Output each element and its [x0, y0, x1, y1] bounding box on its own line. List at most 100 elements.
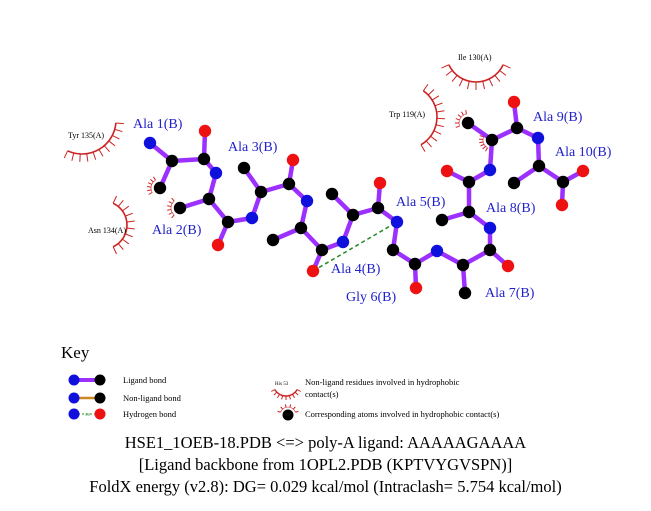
hydrophobic-spoke [435, 124, 444, 128]
hydrophobic-spoke [122, 205, 130, 212]
contact-label-ile130: Ile 130(A) [458, 53, 492, 62]
legend-ligand-bond: Ligand bond [123, 375, 167, 385]
residue-label-gly6: Gly 6(B) [346, 290, 397, 305]
hydrophobic-spoke [425, 140, 432, 148]
nitrogen-atom [245, 211, 259, 225]
hydrophobic-spoke [281, 395, 284, 400]
hydrophobic-spoke [148, 192, 153, 195]
carbon-atom [294, 221, 308, 235]
hbond-distance: 3.0 [85, 412, 90, 417]
hydrophobic-spoke [167, 209, 172, 211]
oxygen-atom [211, 238, 225, 252]
hydrophobic-spoke [292, 406, 296, 410]
hydrophobic-spoke [108, 140, 116, 147]
nitrogen-atom [483, 221, 497, 235]
oxygen-atom [576, 164, 590, 178]
residue-label-ala8: Ala 8(B) [486, 201, 536, 216]
hydrophobic-spoke [441, 64, 450, 69]
nitrogen-atom [209, 166, 223, 180]
carbon-atom-icon [94, 374, 106, 386]
contact-label-asn134: Asn 134(A) [88, 226, 126, 235]
carbon-atom [507, 176, 521, 190]
caption-line-2: [Ligand backbone from 1OPL2.PDB (KPTVYGV… [138, 455, 513, 474]
carbon-atom [456, 258, 470, 272]
carbon-atom [346, 208, 360, 222]
oxygen-atom [198, 124, 212, 138]
hydrophobic-spoke [436, 110, 445, 113]
carbon-atom [153, 181, 167, 195]
hydrophobic-spoke [292, 394, 295, 398]
carbon-atom [282, 177, 296, 191]
hydrophobic-spoke [280, 406, 284, 410]
carbon-atom [165, 154, 179, 168]
hydrophobic-spoke [482, 81, 486, 90]
carbon-atom [461, 116, 475, 130]
hydrophobic-spoke [103, 145, 110, 153]
hydrophobic-spoke [485, 147, 488, 152]
hydrophobic-spoke [86, 153, 89, 162]
caption-line-1: HSE1_1OEB-18.PDB <=> poly-A ligand: AAAA… [124, 433, 527, 452]
carbon-atom [483, 243, 497, 257]
carbon-atom [173, 201, 187, 215]
hydrophobic-arc [280, 406, 296, 413]
hydrophobic-spoke [479, 135, 484, 138]
hydrophobic-arc [420, 90, 438, 146]
hydrophobic-spoke [271, 389, 275, 392]
hydrophobic-spoke [430, 135, 438, 142]
hydrophobic-spoke [295, 410, 299, 413]
oxygen-atom [409, 281, 423, 295]
legend-title: Key [61, 343, 90, 362]
hydrophobic-spoke [457, 114, 462, 118]
hydrophobic-spoke [98, 149, 104, 157]
carbon-atom [254, 185, 268, 199]
carbon-atom [237, 161, 251, 175]
nitrogen-atom [143, 136, 157, 150]
hydrophobic-spoke [71, 152, 75, 161]
hydrogen-bond [312, 221, 398, 272]
hydrophobic-spoke [288, 395, 291, 400]
nitrogen-atom [531, 131, 545, 145]
hydrophobic-spoke [427, 89, 435, 96]
oxygen-atom [555, 198, 569, 212]
residue-label-ala3: Ala 3(B) [228, 140, 278, 155]
legend-hydrogen-bond: Hydrogen bond [123, 409, 177, 419]
carbon-atom [325, 187, 339, 201]
nitrogen-atom [483, 163, 497, 177]
nitrogen-atom-icon [68, 408, 80, 420]
hydrophobic-spoke [482, 145, 486, 150]
hydrophobic-spoke [171, 214, 175, 219]
carbon-atom [485, 133, 499, 147]
carbon-atom [315, 243, 329, 257]
hydrophobic-spoke [125, 233, 133, 238]
hydrophobic-spoke [277, 394, 280, 398]
hydrophobic-spoke [289, 404, 292, 408]
hydrophobic-arc [458, 113, 467, 127]
example-residue-label: His 53 [275, 382, 289, 387]
hydrophobic-residue-icon [271, 389, 301, 400]
legend-nonligand-residues-1: Non-ligand residues involved in hydropho… [305, 377, 460, 387]
hydrophobic-spoke [126, 227, 135, 230]
hydrophobic-atom-icon [277, 404, 299, 421]
hydrophobic-spoke [273, 391, 278, 396]
hydrophobic-spoke [92, 151, 97, 160]
residue-label-ala10: Ala 10(B) [555, 145, 612, 160]
carbon-atom [556, 175, 570, 189]
nitrogen-atom [300, 194, 314, 208]
hydrophobic-spoke [422, 83, 429, 92]
hydrophobic-spoke [126, 220, 135, 223]
hydrophobic-spoke [455, 118, 460, 121]
carbon-atom [510, 121, 524, 135]
residue-label-ala4: Ala 4(B) [331, 262, 381, 277]
nitrogen-atom [390, 215, 404, 229]
carbon-atom [462, 205, 476, 219]
carbon-atom-icon [94, 392, 106, 404]
carbon-atom [371, 201, 385, 215]
hydrophobic-spoke [171, 197, 175, 202]
hydrophobic-spoke [294, 391, 299, 396]
residue-label-ala5: Ala 5(B) [396, 195, 446, 210]
hydrophobic-spoke [284, 404, 287, 408]
hydrophobic-spoke [458, 78, 464, 87]
hydrophobic-spoke [465, 110, 467, 115]
nitrogen-atom [336, 235, 350, 249]
